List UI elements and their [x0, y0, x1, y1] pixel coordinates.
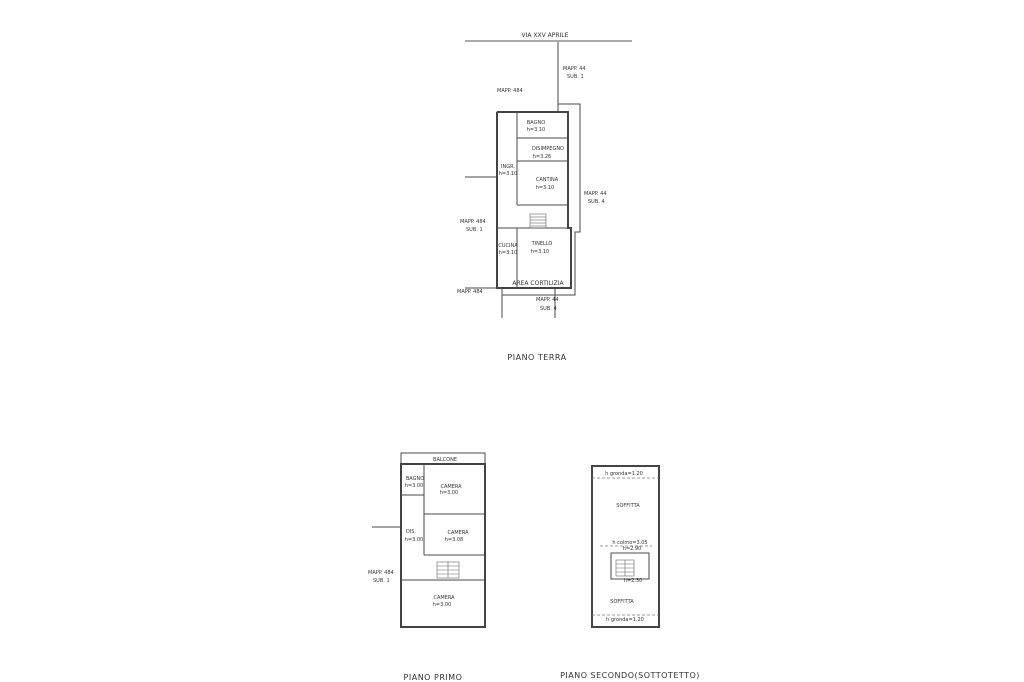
street-label: VIA XXV APRILE [522, 32, 569, 39]
room-label: CAMERA [433, 595, 455, 601]
room-label: DIS. [406, 529, 416, 535]
cadastral-label: SUB. 4 [540, 306, 557, 312]
room-height: h=3.10 [499, 250, 518, 256]
room-label: CANTINA [536, 177, 559, 183]
cadastral-label: MAPP. 484 [460, 219, 486, 225]
room-label: SOFFITTA [616, 503, 640, 509]
first-floor-caption: PIANO PRIMO [404, 673, 463, 682]
room-height: h=3.08 [445, 537, 464, 543]
cadastral-label: SUB. 1 [567, 74, 584, 80]
room-label: CAMERA [447, 530, 469, 536]
cadastral-label: MAPP. 484 [457, 289, 483, 295]
cadastral-label: MAPP. 44 [584, 191, 607, 197]
eave-height-label: h gronda=1.20 [605, 471, 643, 477]
cadastral-label: SUB. 1 [373, 578, 390, 584]
room-height: h=3.26 [533, 154, 552, 160]
room-label: CAMERA [440, 484, 462, 490]
room-label: BAGNO [406, 476, 424, 482]
room-height: h=3.00 [405, 537, 424, 543]
cadastral-label: MAPP. 44 [536, 297, 559, 303]
room-height: h=3.10 [527, 127, 546, 133]
ground-floor-plan: VIA XXV APRILE BAGNO h=3.10 DISIMPEGNO [457, 32, 632, 362]
eave-height-label: h gronda=1.20 [606, 617, 644, 623]
first-floor-plan: BALCONE BAGNO h=3.00 CAMERA h=3.00 DIS. … [368, 452, 486, 682]
room-label: TINELLO [531, 241, 553, 247]
room-height: h=3.10 [499, 171, 518, 177]
ground-floor-caption: PIANO TERRA [507, 353, 566, 362]
room-height: h=3.10 [536, 185, 555, 191]
room-label: BALCONE [433, 457, 457, 463]
stair-icon [436, 561, 460, 579]
room-height: h=3.00 [405, 483, 424, 489]
height-label: h=2.30 [624, 578, 643, 584]
cadastral-label: SUB. 4 [588, 199, 605, 205]
room-label: CUCINA [498, 243, 518, 249]
room-height: h=3.10 [531, 249, 550, 255]
second-floor-plan: h gronda=1.20 SOFFITTA h colmo=3.05 h=2.… [560, 465, 700, 680]
ridge-height-label: h colmo=3.05 [612, 540, 647, 546]
height-label: h=2.90 [623, 546, 642, 552]
room-label: INGR. [501, 164, 515, 170]
room-height: h=3.00 [440, 490, 459, 496]
stair-well [610, 552, 650, 580]
stair-icon [615, 559, 635, 577]
stair-icon [529, 213, 547, 229]
room-height: h=3.00 [433, 602, 452, 608]
courtyard-label: AREA CORTILIZIA [512, 280, 564, 287]
room-label: DISIMPEGNO [532, 146, 564, 152]
building-walls [591, 465, 660, 628]
building-walls [400, 463, 486, 628]
cadastral-label: SUB. 1 [466, 227, 483, 233]
cadastral-label: MAPP. 484 [368, 570, 394, 576]
cadastral-label: MAPP. 484 [497, 88, 523, 94]
room-label: SOFFITTA [610, 599, 634, 605]
second-floor-caption: PIANO SECONDO(SOTTOTETTO) [560, 671, 700, 680]
cadastral-label: MAPP. 44 [563, 66, 586, 72]
room-label: BAGNO [527, 120, 545, 126]
